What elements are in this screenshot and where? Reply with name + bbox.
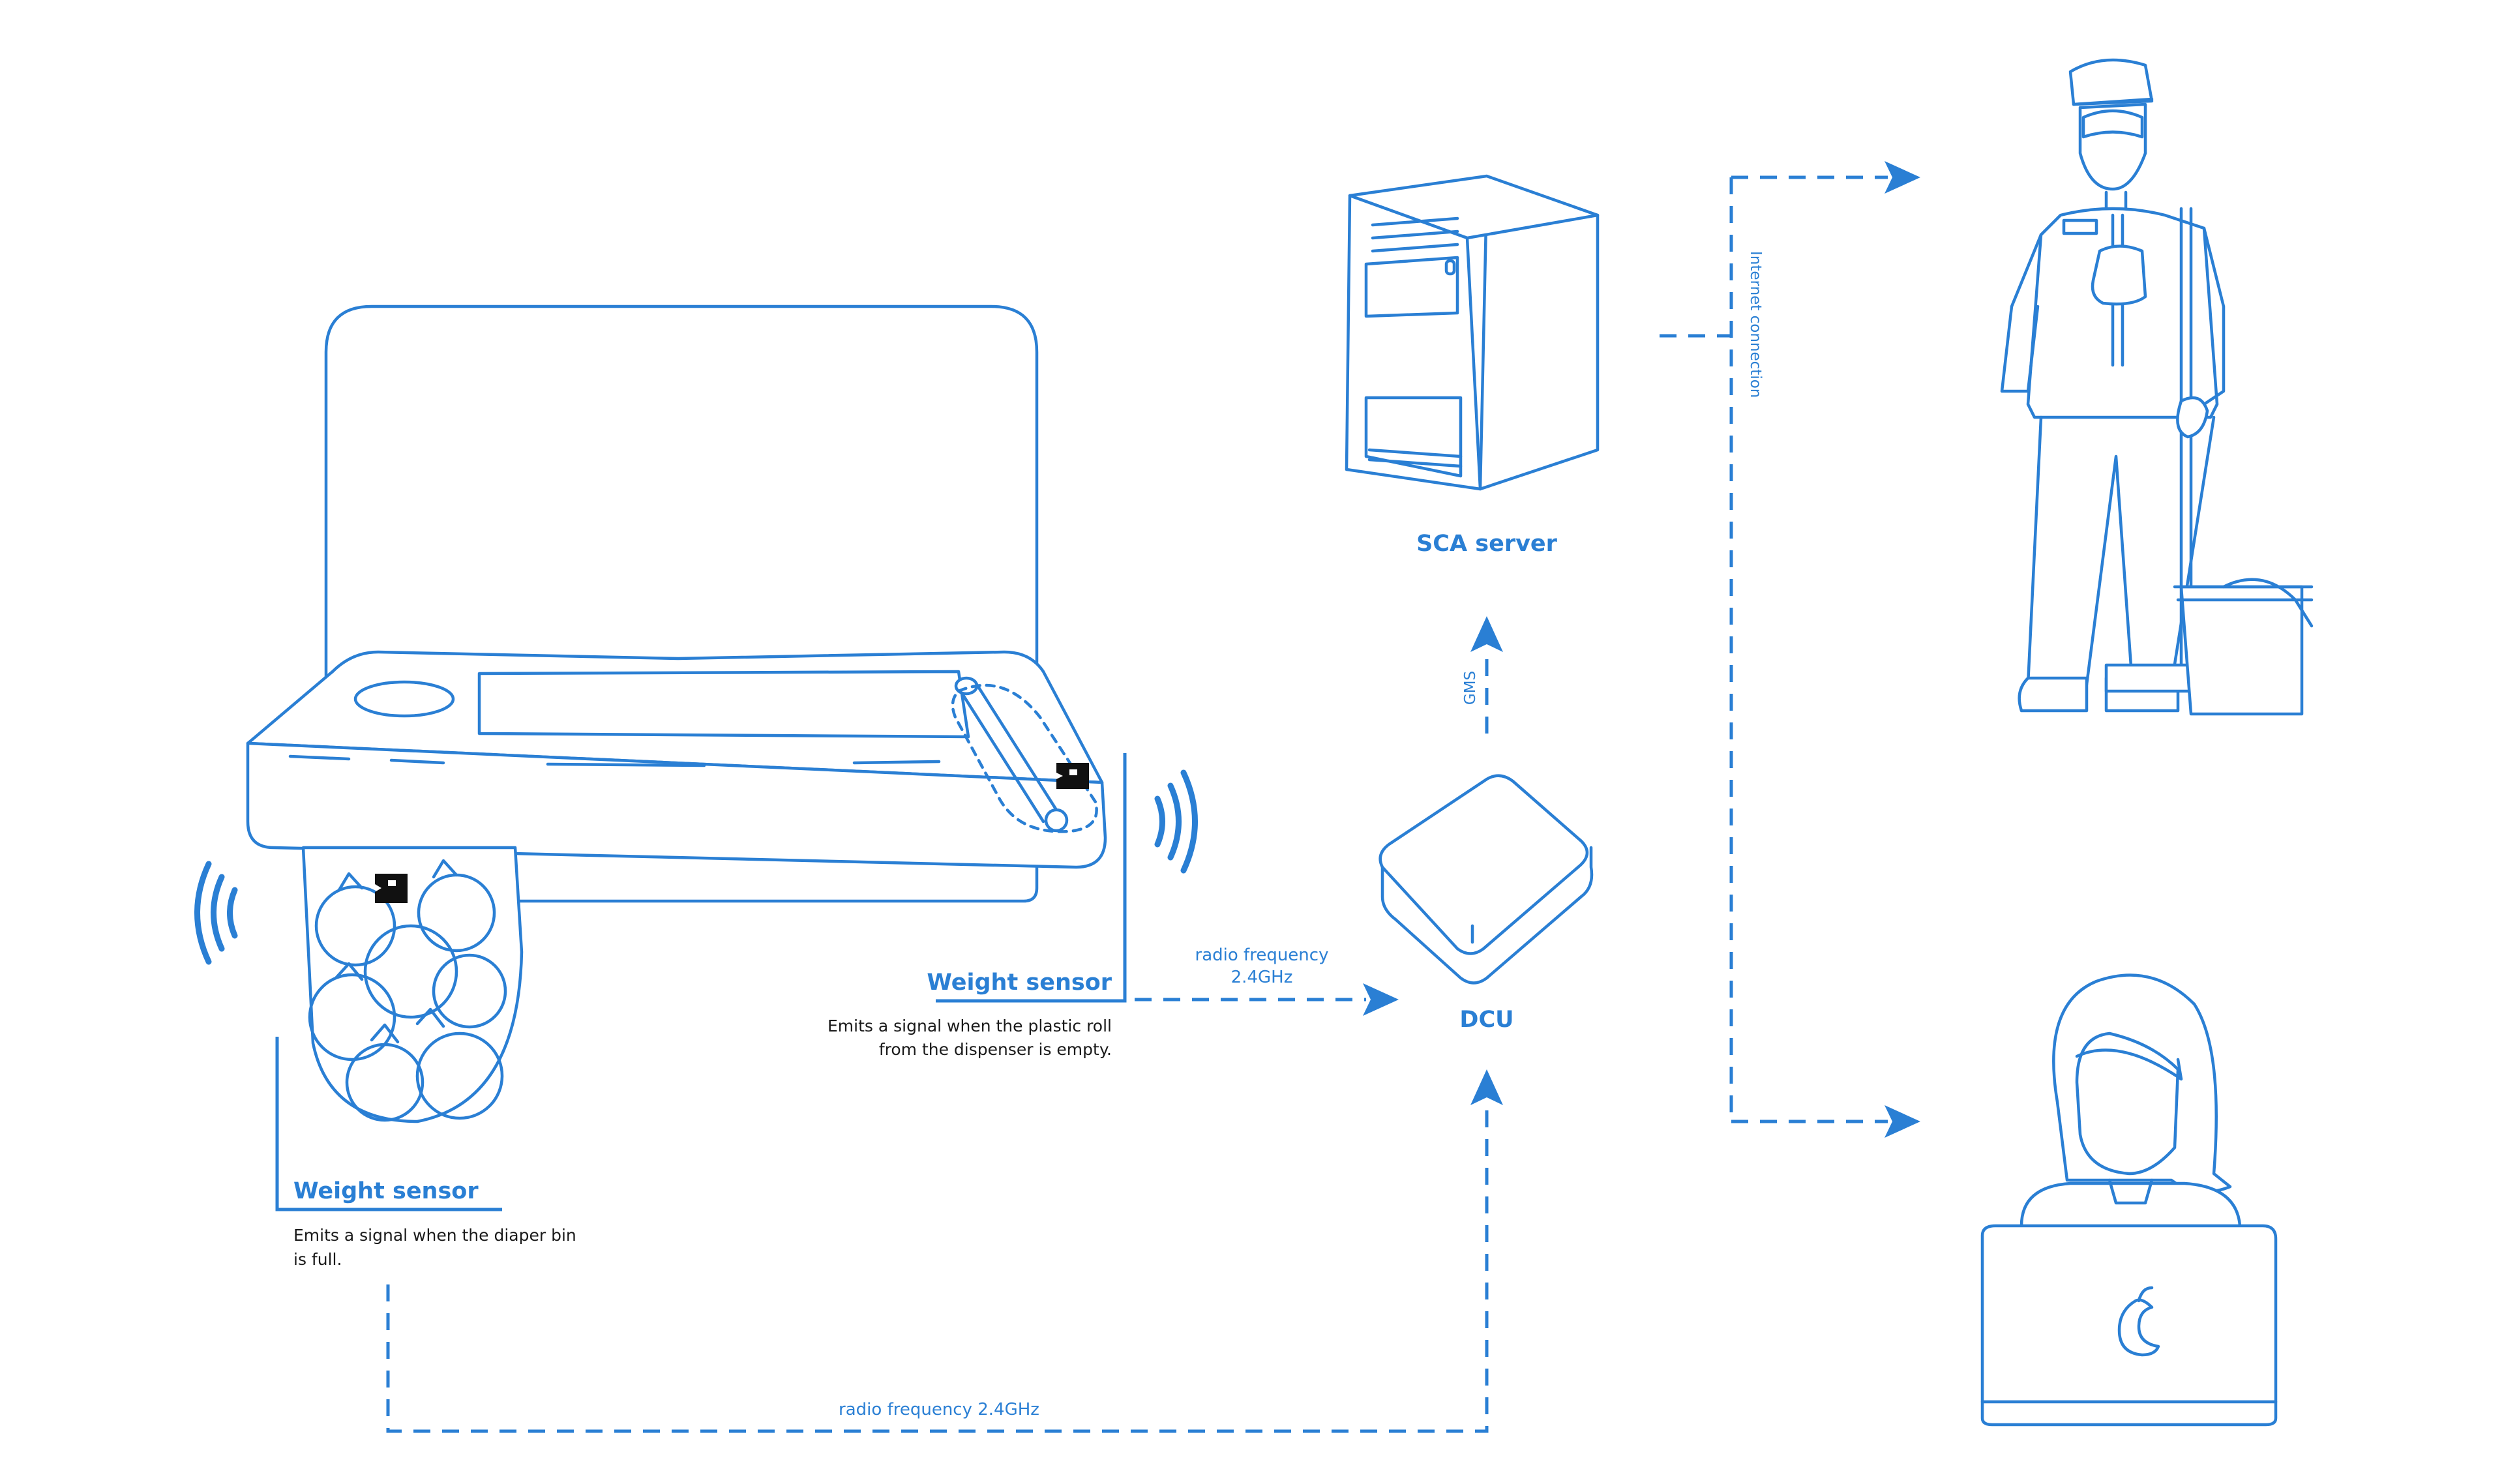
dcu-label: DCU [1459,1007,1513,1033]
dispenser-sensor-title: Weight sensor [927,970,1112,996]
changing-table-icon [246,304,1107,903]
link-dispenser-label-1: radio frequency [1195,945,1329,965]
link-bin-to-dcu: radio frequency 2.4GHz [386,1069,1503,1433]
bin-sensor-desc-1: Emits a signal when the diaper bin [293,1226,576,1245]
diaper-bin-icon [301,846,524,1123]
dcu-device-icon [1379,774,1594,985]
sensor-label-bin: Weight sensor Emits a signal when the di… [275,1037,576,1269]
link-gms-label: GMS [1462,671,1479,705]
link-dispenser-to-dcu: radio frequency 2.4GHz [1135,945,1399,1016]
bin-sensor-desc-2: is full. [293,1250,342,1269]
link-bin-label: radio frequency 2.4GHz [839,1400,1039,1419]
janitor-icon [2000,58,2314,716]
bin-sensor-title: Weight sensor [293,1178,479,1204]
dispenser-sensor-desc-1: Emits a signal when the plastic roll [827,1017,1112,1035]
sensor-label-dispenser: Weight sensor Emits a signal when the pl… [827,753,1127,1059]
link-server-to-users: Internet connection [1660,161,1920,1138]
link-dcu-to-server: GMS [1462,616,1503,734]
link-dispenser-label-2: 2.4GHz [1231,968,1293,987]
laptop-user-icon [1980,973,2278,1427]
dispenser-sensor-desc-2: from the dispenser is empty. [879,1040,1112,1059]
server-tower-icon [1345,174,1600,491]
signal-wave-icon [1154,769,1198,874]
link-internet-label: Internet connection [1747,251,1764,398]
server-label: SCA server [1416,531,1558,557]
signal-wave-icon [194,861,238,965]
